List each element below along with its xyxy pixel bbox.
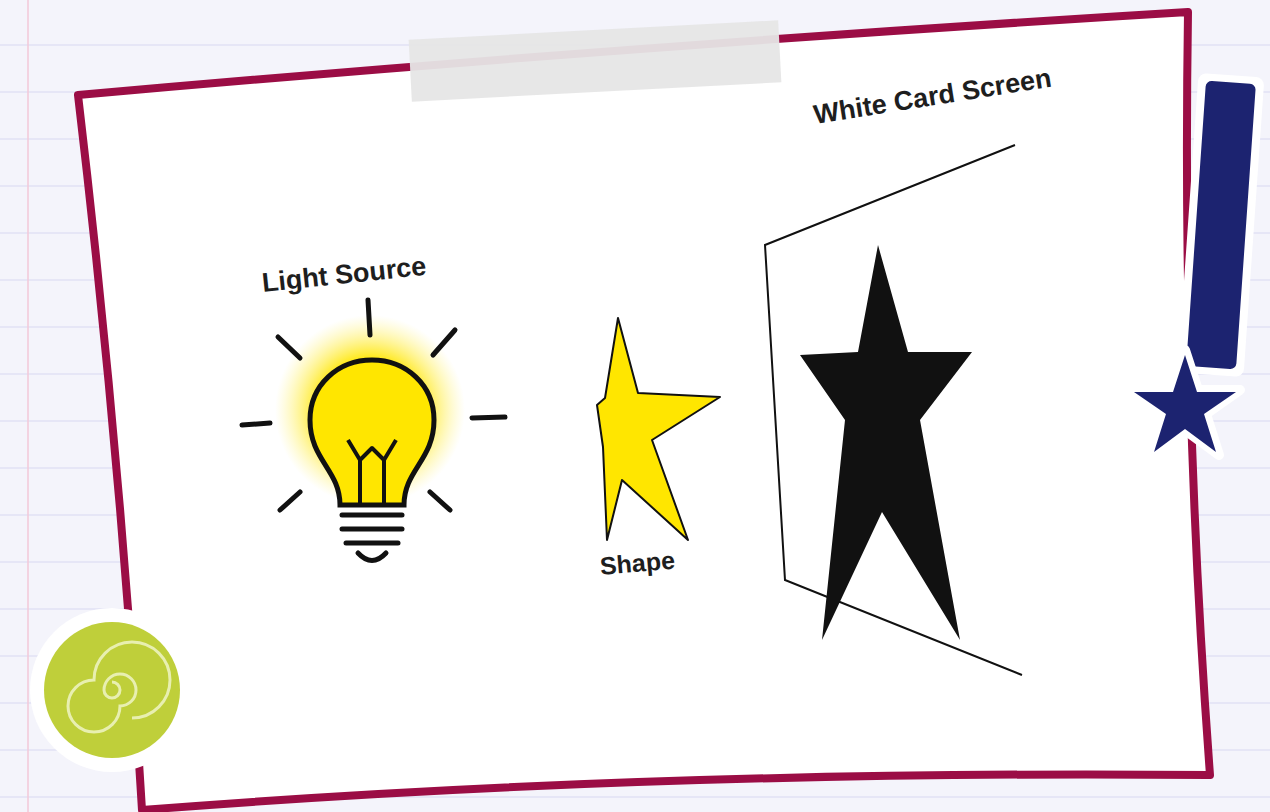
card bbox=[78, 12, 1210, 810]
star-shadow bbox=[800, 245, 972, 640]
tape bbox=[409, 20, 782, 101]
screen-outline bbox=[765, 145, 1022, 675]
light-bulb bbox=[242, 300, 505, 561]
star-shape bbox=[597, 318, 720, 540]
exclamation-mark bbox=[1130, 73, 1264, 455]
spiral-sticker bbox=[30, 608, 194, 772]
